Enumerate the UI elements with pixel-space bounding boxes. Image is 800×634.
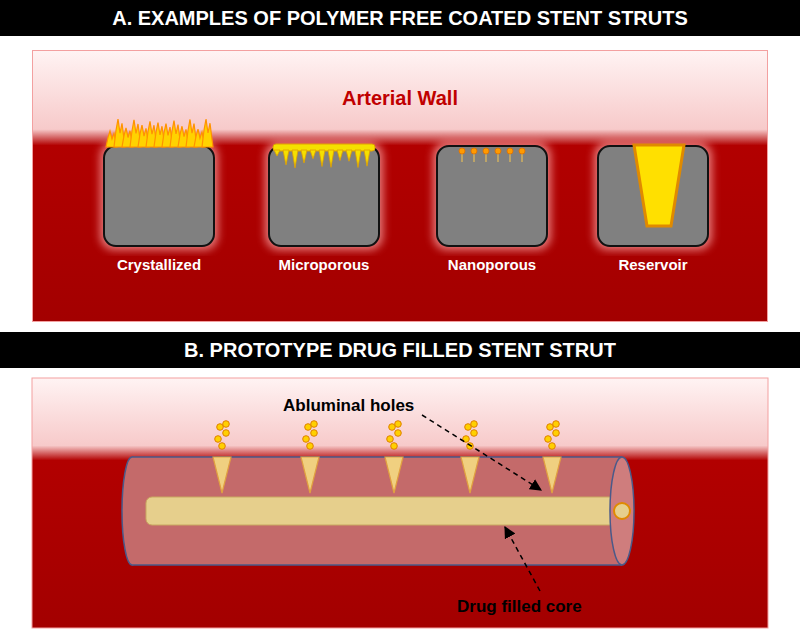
micropore <box>301 150 307 163</box>
abluminal-hole <box>543 457 561 493</box>
crystal <box>202 119 213 147</box>
tube-edge <box>132 564 622 566</box>
section-heading: B. PROTOTYPE DRUG FILLED STENT STRUT <box>184 339 616 362</box>
micropore <box>346 150 352 161</box>
abluminal-hole <box>461 457 479 493</box>
section-heading: A. EXAMPLES OF POLYMER FREE COATED STENT… <box>112 7 688 30</box>
strut-glow <box>433 142 551 250</box>
micropore <box>292 150 298 168</box>
micropore <box>310 150 316 159</box>
reservoir-strut: Reservoir <box>578 116 728 281</box>
drug-particle <box>471 421 478 428</box>
micropore <box>364 150 370 166</box>
strut-drawing <box>249 116 399 256</box>
leader-line <box>505 527 540 591</box>
strut-label: Reservoir <box>618 256 687 273</box>
strut-glow <box>265 142 383 250</box>
drug-coating <box>273 144 375 168</box>
leader-line <box>422 415 541 490</box>
microporous-strut: Microporous <box>249 116 399 281</box>
strut-label: Crystallized <box>117 256 201 273</box>
drug-particle <box>507 148 513 154</box>
strut-glow <box>594 142 712 250</box>
drug-particle <box>553 430 560 437</box>
strut-body <box>104 146 214 246</box>
drug-particle <box>549 443 556 450</box>
micropore <box>283 150 289 165</box>
reservoir <box>634 145 684 226</box>
drug-particle <box>495 148 501 154</box>
drug-particle <box>553 421 560 428</box>
drug-particle <box>223 421 230 428</box>
abluminal-hole <box>213 457 231 493</box>
strut-drawing <box>578 116 728 256</box>
drug-particle <box>483 148 489 154</box>
drug-particle <box>519 148 525 154</box>
tube-body <box>132 457 622 565</box>
strut-drawing <box>84 116 234 256</box>
drug-particle <box>223 430 230 437</box>
arterial-wall-panel: Crystallized Microporous Nanoporous Reservo… <box>32 50 768 322</box>
drug-particle <box>387 436 394 443</box>
drug-particle <box>545 436 552 443</box>
micropore <box>328 150 334 167</box>
drug-core <box>146 497 620 525</box>
tube-right-end <box>610 457 634 565</box>
stent-strut-tube <box>122 457 634 565</box>
crystallized-strut: Crystallized <box>84 116 234 281</box>
part-label: Drug filled core <box>457 597 582 617</box>
abluminal-hole <box>385 457 403 493</box>
drug-particle <box>395 430 402 437</box>
drug-particle <box>311 430 318 437</box>
micropore <box>319 150 325 167</box>
micropore <box>274 150 280 156</box>
drug-particle <box>471 430 478 437</box>
drug-coating <box>106 119 213 147</box>
drug-particle <box>215 436 222 443</box>
arterial-wall-panel <box>32 378 768 628</box>
drug-particle <box>303 436 310 443</box>
strut-label: Nanoporous <box>448 256 536 273</box>
drug-particle <box>395 421 402 428</box>
drug-particle <box>307 443 314 450</box>
core-end <box>614 503 630 519</box>
abluminal-hole <box>301 457 319 493</box>
drug-particle <box>459 148 465 154</box>
micropore <box>355 150 361 168</box>
header-bar: B. PROTOTYPE DRUG FILLED STENT STRUT <box>0 332 800 368</box>
region-label: Arterial Wall <box>33 87 767 110</box>
drug-particle <box>219 443 226 450</box>
strut-glow <box>100 142 218 250</box>
header-bar: A. EXAMPLES OF POLYMER FREE COATED STENT… <box>0 0 800 36</box>
abluminal-holes <box>213 421 561 493</box>
strut-body <box>437 146 547 246</box>
drug-particle <box>471 148 477 154</box>
part-label: Abluminal holes <box>283 396 414 416</box>
strut-label: Microporous <box>279 256 370 273</box>
drug-particle <box>311 421 318 428</box>
micropore <box>337 150 343 161</box>
strut-drawing <box>417 116 567 256</box>
strut-body <box>269 146 379 246</box>
drug-coating <box>459 148 525 162</box>
drug-particle <box>391 443 398 450</box>
drug-coating <box>634 145 684 226</box>
nanoporous-strut: Nanoporous <box>417 116 567 281</box>
strut-body <box>598 146 708 246</box>
